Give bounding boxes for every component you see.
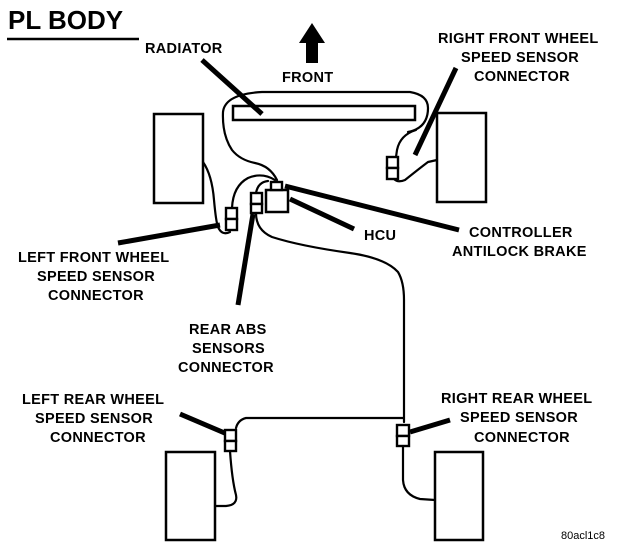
hcu-label: HCU — [364, 228, 396, 244]
right-rear-label-3: CONNECTOR — [474, 430, 570, 446]
radiator-leader — [200, 58, 264, 116]
right-rear-wheel — [433, 450, 485, 542]
right-front-sensor-connector — [385, 155, 400, 181]
left-front-leader — [117, 222, 221, 246]
right-rear-label-1: RIGHT REAR WHEEL — [441, 391, 592, 407]
left-rear-label-2: SPEED SENSOR — [35, 411, 153, 427]
left-front-sensor-connector — [224, 206, 239, 232]
right-front-wheel — [435, 111, 488, 204]
left-front-label-1: LEFT FRONT WHEEL — [18, 250, 169, 266]
hcu-leader — [288, 196, 356, 232]
front-arrow-icon — [299, 23, 325, 63]
left-rear-label-3: CONNECTOR — [50, 430, 146, 446]
hcu — [264, 188, 290, 214]
right-front-wire — [392, 128, 439, 183]
right-front-label-1: RIGHT FRONT WHEEL — [438, 31, 599, 47]
left-front-label-2: SPEED SENSOR — [37, 269, 155, 285]
right-rear-wire — [401, 444, 437, 502]
rear-abs-label-1: REAR ABS — [189, 322, 267, 338]
radiator — [231, 104, 417, 122]
front-label: FRONT — [282, 70, 333, 86]
right-front-label-3: CONNECTOR — [474, 69, 570, 85]
controller-antilock-brake — [269, 180, 284, 192]
left-rear-label-1: LEFT REAR WHEEL — [22, 392, 164, 408]
right-rear-sensor-connector — [395, 423, 411, 448]
left-front-wire — [201, 160, 232, 235]
controller-leader — [284, 183, 460, 233]
harness-wire-front — [221, 90, 430, 182]
right-rear-leader — [409, 417, 451, 435]
right-front-leader — [412, 66, 459, 157]
rear-abs-leader — [235, 213, 256, 306]
diagram-title: PL BODY — [8, 5, 123, 35]
rear-abs-harness-loop — [254, 179, 270, 195]
left-front-label-3: CONNECTOR — [48, 288, 144, 304]
rear-abs-label-3: CONNECTOR — [178, 360, 274, 376]
figure-code: 80acl1c8 — [561, 530, 605, 542]
right-front-label-2: SPEED SENSOR — [461, 50, 579, 66]
left-front-wheel — [152, 112, 205, 205]
radiator-label: RADIATOR — [145, 41, 223, 57]
controller-label-2: ANTILOCK BRAKE — [452, 244, 587, 260]
controller-label-1: CONTROLLER — [469, 225, 573, 241]
left-front-harness — [230, 174, 277, 210]
left-rear-sensor-connector — [223, 428, 238, 453]
left-rear-wire — [213, 449, 238, 508]
rear-harness-wire — [234, 211, 406, 430]
rear-abs-label-2: SENSORS — [192, 341, 265, 357]
rear-abs-sensors-connector — [249, 191, 264, 215]
left-rear-wheel — [164, 450, 217, 542]
right-rear-label-2: SPEED SENSOR — [460, 410, 578, 426]
left-rear-leader — [179, 411, 228, 437]
